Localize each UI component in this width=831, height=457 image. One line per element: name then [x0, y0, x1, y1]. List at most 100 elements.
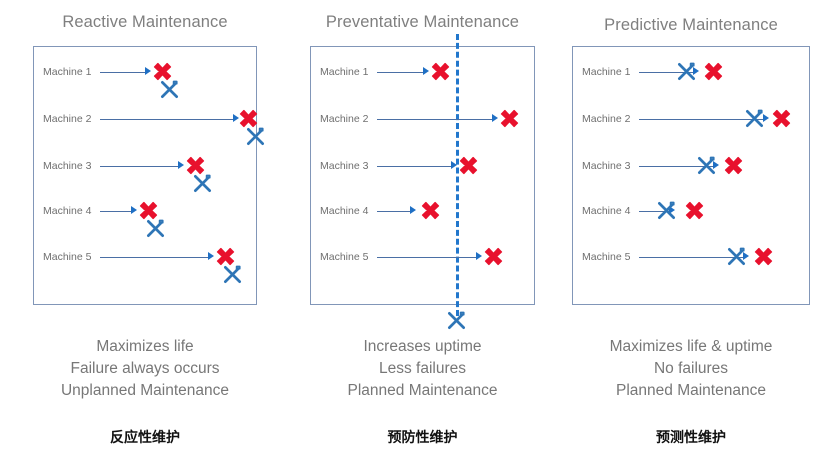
panel-caption-line: Planned Maintenance [347, 382, 498, 399]
arrow-head-icon [422, 67, 429, 76]
machine-label: Machine 5 [582, 251, 631, 263]
machine-timeline-arrow [639, 210, 670, 212]
arrow-head-icon [145, 67, 151, 76]
machine-row: Machine 3 [582, 155, 800, 177]
panel-title-reactive: Reactive Maintenance [62, 13, 228, 31]
machine-row: Machine 5 [582, 246, 800, 268]
machine-timeline-arrow [639, 256, 744, 258]
arrow-head-icon [492, 114, 499, 123]
machine-label: Machine 2 [43, 113, 92, 125]
arrow-head-icon [693, 67, 700, 76]
failure-icon [704, 62, 724, 82]
machine-label: Machine 1 [320, 66, 369, 78]
machine-row: Machine 3 [43, 156, 247, 193]
machine-label: Machine 3 [582, 160, 631, 172]
wrench-icon [192, 173, 214, 195]
failure-icon [754, 247, 774, 267]
wrench-icon [726, 246, 748, 268]
machine-timeline-arrow [377, 71, 423, 73]
machine-timeline-arrow [639, 165, 713, 167]
panel-caption-line: Failure always occurs [70, 360, 220, 377]
machine-timeline-arrow [377, 165, 452, 167]
panel-caption-line: Planned Maintenance [616, 382, 766, 399]
panel-title-preventative: Preventative Maintenance [325, 13, 520, 31]
failure-icon [459, 156, 479, 176]
machine-label: Machine 1 [43, 66, 92, 78]
machine-row: Machine 4 [43, 201, 247, 238]
arrow-head-icon [208, 252, 215, 261]
wrench-icon [159, 79, 181, 101]
wrench-icon [656, 200, 678, 222]
failure-icon [186, 156, 206, 176]
failure-icon [153, 62, 173, 82]
machine-row: Machine 1 [582, 61, 800, 83]
panel-caption-line: Less failures [378, 360, 466, 377]
panel-cn-label-reactive: 反应性维护 [110, 429, 180, 445]
failure-icon [685, 201, 705, 221]
wrench-icon [744, 108, 766, 130]
panel-caption-line: Unplanned Maintenance [60, 382, 230, 399]
failure-icon [239, 109, 259, 129]
machine-label: Machine 5 [320, 251, 369, 263]
machine-timeline-arrow [100, 210, 131, 212]
machine-timeline-arrow [377, 210, 411, 212]
panel-caption-line: Increases uptime [363, 338, 482, 355]
machine-label: Machine 4 [43, 205, 92, 217]
machine-timeline-arrow [100, 118, 233, 120]
machine-label: Machine 4 [582, 205, 631, 217]
machine-label: Machine 3 [43, 160, 92, 172]
machine-timeline-arrow [377, 256, 476, 258]
wrench-icon [676, 61, 698, 83]
machine-row: Machine 5 [320, 247, 525, 267]
machine-row: Machine 4 [582, 200, 800, 222]
machine-label: Machine 4 [320, 205, 369, 217]
machine-timeline-arrow [100, 165, 178, 167]
machine-timeline-arrow [100, 71, 145, 73]
arrow-head-icon [743, 252, 750, 261]
machine-label: Machine 5 [43, 251, 92, 263]
machine-label: Machine 1 [582, 66, 631, 78]
failure-icon [216, 247, 236, 267]
panel-cn-label-preventative: 预防性维护 [387, 429, 458, 445]
arrow-head-icon [762, 114, 769, 123]
machine-row: Machine 5 [43, 247, 247, 284]
arrow-head-icon [232, 114, 239, 123]
wrench-icon [446, 310, 468, 332]
panel-caption-line: Maximizes life [96, 338, 194, 355]
machine-timeline-arrow [100, 256, 209, 258]
arrow-head-icon [669, 206, 676, 215]
arrow-head-icon [475, 252, 482, 261]
panel-caption-line: No failures [653, 360, 729, 377]
failure-icon [772, 109, 792, 129]
panel-title-predictive: Predictive Maintenance [604, 16, 778, 34]
maintenance-threshold-line [455, 34, 459, 316]
machine-label: Machine 3 [320, 160, 369, 172]
arrow-head-icon [130, 206, 137, 215]
machine-timeline-arrow [377, 118, 493, 120]
machine-row: Machine 2 [582, 108, 800, 130]
failure-icon [500, 109, 520, 129]
machine-label: Machine 2 [582, 113, 631, 125]
wrench-icon [245, 126, 267, 148]
wrench-icon [222, 264, 244, 286]
machine-row: Machine 1 [320, 62, 525, 81]
arrow-head-icon [410, 206, 417, 215]
machine-row: Machine 2 [320, 109, 525, 129]
arrow-head-icon [712, 161, 719, 170]
machine-row: Machine 1 [43, 62, 247, 99]
panel-cn-label-predictive: 预测性维护 [656, 429, 726, 445]
wrench-icon [696, 155, 718, 177]
wrench-icon [145, 218, 167, 240]
machine-timeline-arrow [639, 118, 763, 120]
failure-icon [724, 156, 744, 176]
failure-icon [421, 201, 441, 221]
arrow-head-icon [177, 161, 184, 170]
failure-icon [484, 247, 504, 267]
machine-timeline-arrow [639, 71, 694, 73]
machine-label: Machine 2 [320, 113, 369, 125]
machine-row: Machine 2 [43, 109, 264, 146]
